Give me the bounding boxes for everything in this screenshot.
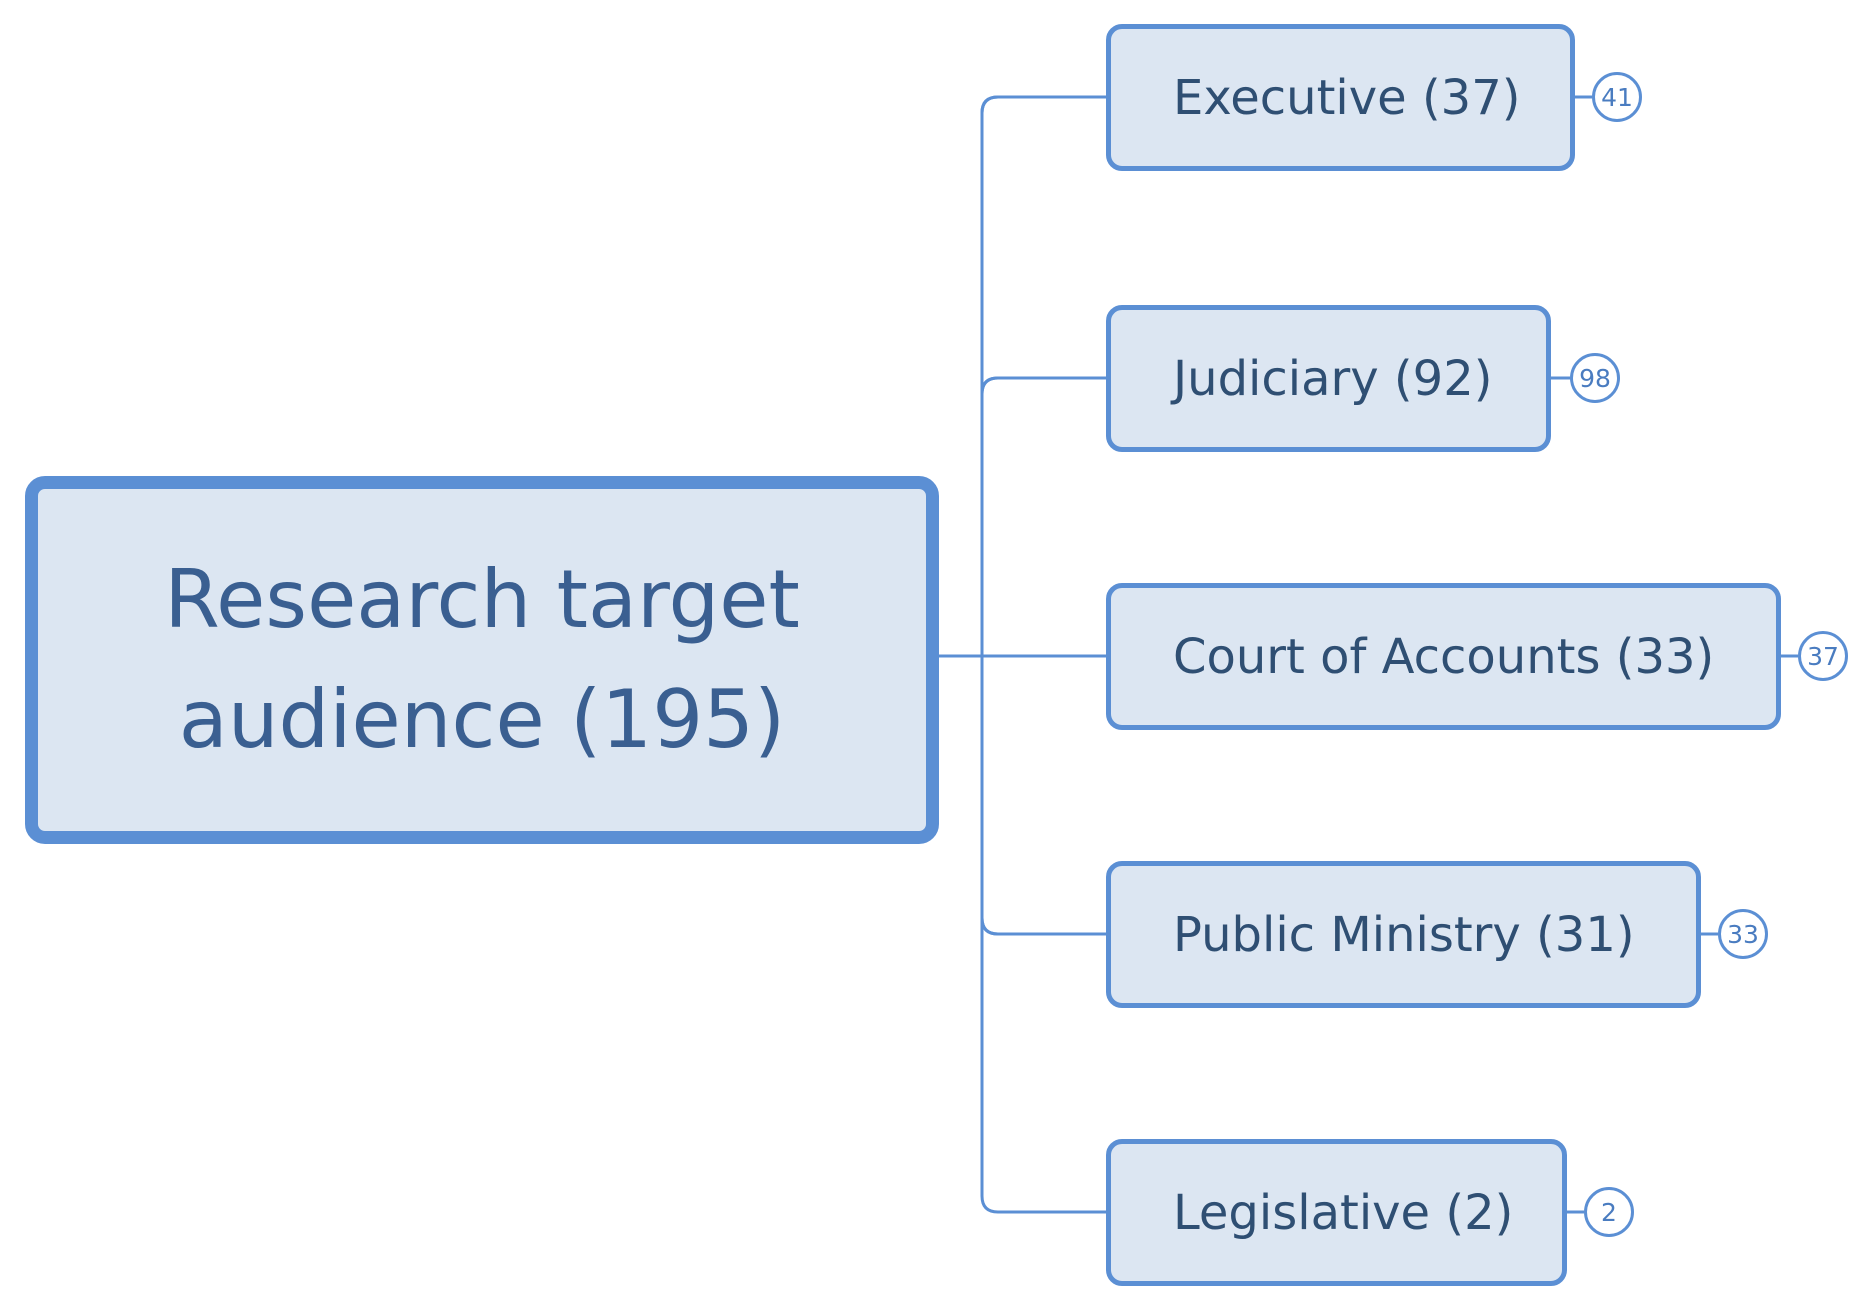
child-node-label: Executive (37)	[1173, 69, 1521, 126]
count-badge-judiciary: 98	[1570, 353, 1620, 403]
child-node-label: Judiciary (92)	[1173, 350, 1493, 407]
count-badge-public-ministry: 33	[1718, 909, 1768, 959]
count-badge-executive: 41	[1592, 72, 1642, 122]
child-node-executive[interactable]: Executive (37)	[1106, 24, 1575, 171]
child-node-public-ministry[interactable]: Public Ministry (31)	[1106, 861, 1701, 1008]
child-node-label: Legislative (2)	[1173, 1184, 1514, 1241]
child-node-label: Court of Accounts (33)	[1173, 628, 1715, 685]
child-node-court-of-accounts[interactable]: Court of Accounts (33)	[1106, 583, 1781, 730]
child-node-label: Public Ministry (31)	[1173, 906, 1635, 963]
count-badge-legislative: 2	[1584, 1187, 1634, 1237]
connector-executive	[980, 95, 1106, 114]
root-node-label: Research target audience (195)	[164, 553, 800, 766]
count-badge-court-of-accounts: 37	[1798, 631, 1848, 681]
root-node[interactable]: Research target audience (195)	[25, 476, 939, 844]
connector-judiciary-branch	[980, 376, 1106, 395]
connector-public-ministry-branch-visible-2	[980, 917, 1106, 936]
child-node-legislative[interactable]: Legislative (2)	[1106, 1139, 1567, 1286]
child-node-judiciary[interactable]: Judiciary (92)	[1106, 305, 1551, 452]
connector-legislative-branch	[980, 1195, 1106, 1214]
